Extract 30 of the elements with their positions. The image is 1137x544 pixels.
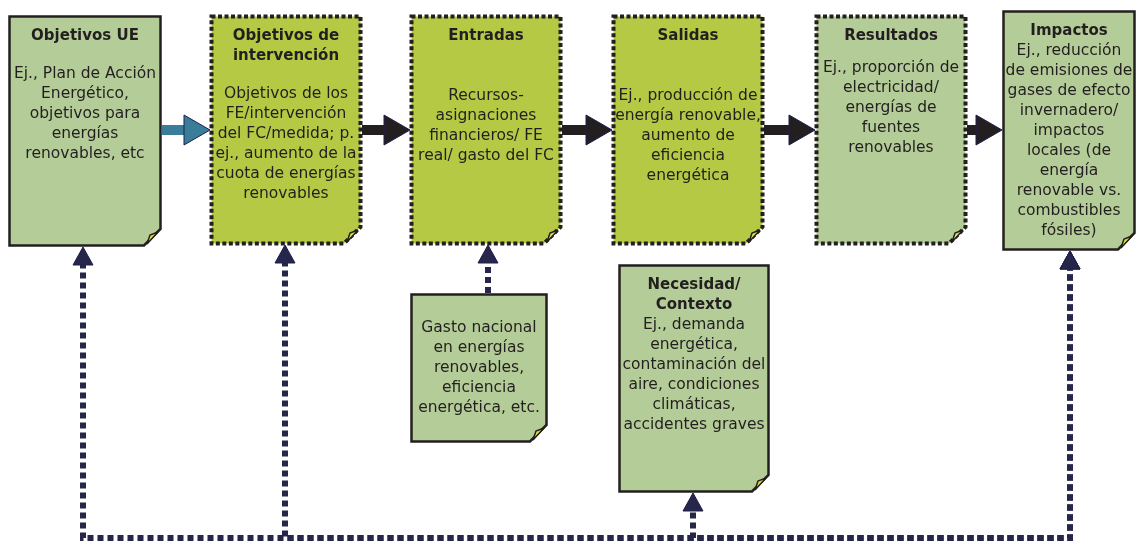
arrow	[967, 114, 1003, 146]
card-heading: Resultados	[843, 25, 939, 45]
card-text: Ej., producción de energía renovable, aumento de eficiencia energética	[615, 85, 761, 185]
note-card	[410, 293, 548, 443]
card-heading: Objetivos UE	[30, 25, 140, 45]
card-text: Ej., Plan de Acción Energético, objetivos para energías renovables, etc	[12, 63, 158, 163]
card-heading: Salidas	[656, 25, 720, 45]
card-text: Ej., reducción de emisiones de gases de efecto invernadero/ impactos locales (de energía renovable vs. combustibles fósiles)	[1005, 40, 1133, 240]
arrow	[562, 114, 613, 146]
note-card	[618, 264, 770, 493]
card-text: Ej., proporción de electricidad/ energías de fuentes renovables	[822, 57, 960, 157]
card-text: Recursos-asignaciones financieros/ FE real/ gasto del FC	[417, 85, 555, 165]
note-card	[410, 15, 562, 245]
card-text: Objetivos de los FE/intervención del FC/medida; p. ej., aumento de la cuota de energías renovables	[214, 83, 358, 203]
dotted-arrow	[477, 244, 499, 293]
card-text: Gasto nacional en energías renovables, eficiencia energética, etc.	[417, 317, 541, 417]
note-card	[612, 15, 764, 245]
arrow	[362, 114, 411, 146]
arrow	[764, 114, 816, 146]
dotted-arrow	[682, 250, 1081, 541]
arrow	[162, 114, 211, 146]
note-card	[1002, 10, 1136, 251]
card-heading: Necesidad/ Contexto	[646, 274, 742, 314]
card-text: Ej., demanda energética, contaminación del aire, condiciones climáticas, accidentes graves	[621, 314, 767, 434]
note-card	[8, 15, 162, 247]
note-card	[210, 15, 362, 245]
card-heading: Entradas	[447, 25, 525, 45]
note-card	[815, 15, 967, 245]
card-heading: Impactos	[1029, 20, 1109, 40]
card-heading: Objetivos de intervención	[231, 25, 341, 65]
